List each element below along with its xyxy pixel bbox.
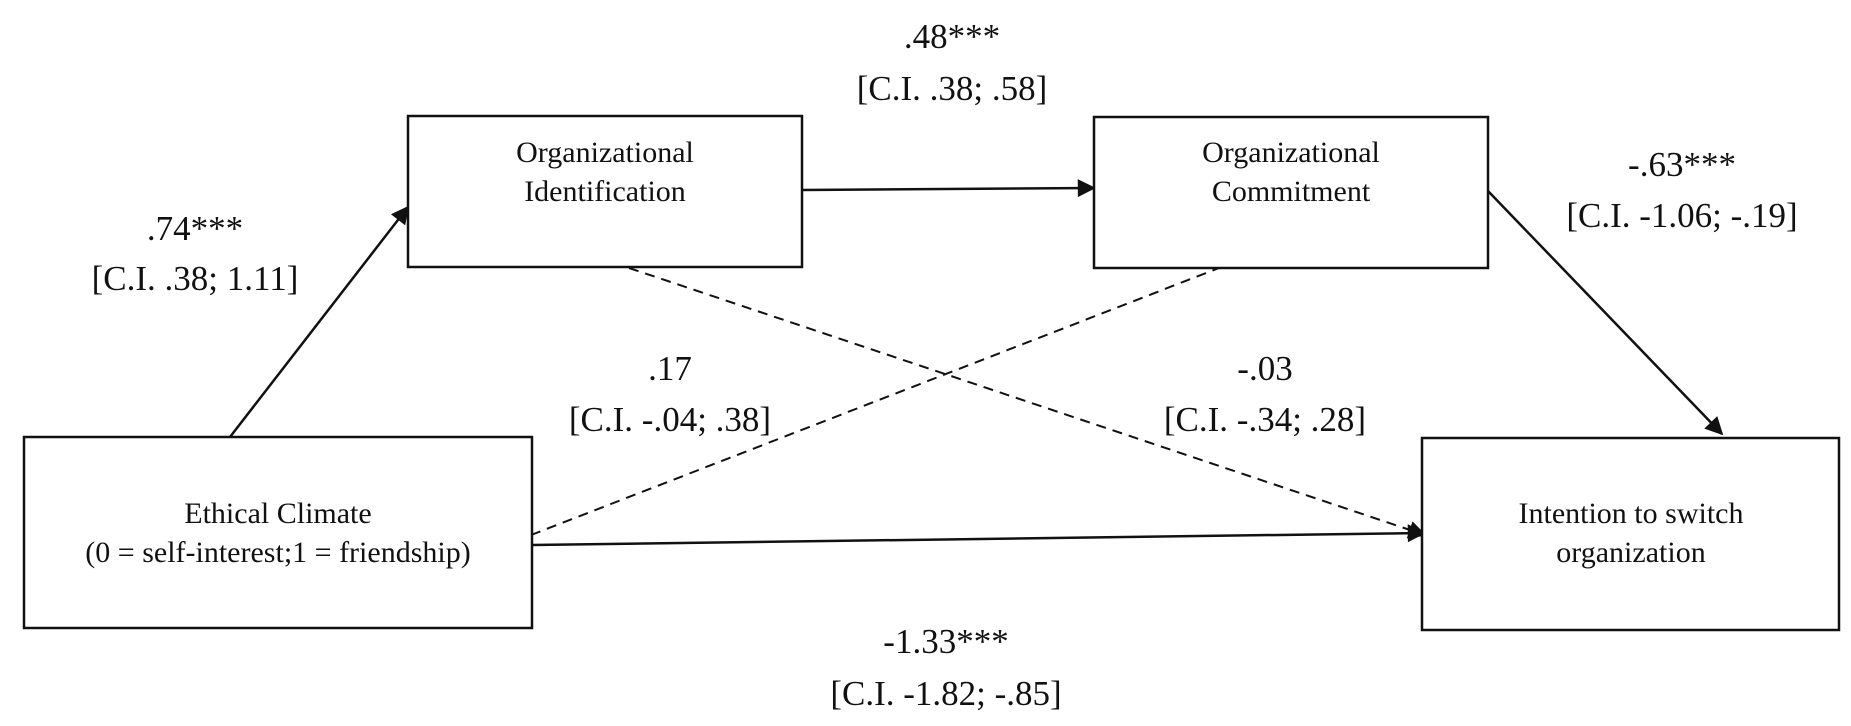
edge-identification-to-commitment	[801, 179, 1096, 198]
coef-identification-to-commitment: .48***	[904, 17, 1000, 56]
node-intention-switch-line1: Intention to switch	[1519, 497, 1744, 530]
edge-climate-to-intention	[531, 524, 1426, 547]
ci-identification-to-commitment: [C.I. .38; .58]	[857, 69, 1048, 108]
ci-climate-to-intention: [C.I. -1.82; -.85]	[830, 674, 1061, 713]
coef-identification-to-intention: -.03	[1237, 349, 1292, 388]
coef-commitment-to-intention: -.63***	[1628, 145, 1736, 184]
coef-climate-to-identification: .74***	[147, 209, 243, 248]
ci-climate-to-commitment: [C.I. -.04; .38]	[569, 400, 771, 439]
ci-commitment-to-intention: [C.I. -1.06; -.19]	[1566, 196, 1797, 235]
node-ethical-climate-line1: Ethical Climate	[184, 497, 371, 530]
edge-commitment-to-intention	[1487, 190, 1724, 436]
coef-climate-to-commitment: .17	[648, 349, 692, 388]
label-climate-to-identification: .74*** [C.I. .38; 1.11]	[92, 209, 299, 298]
label-climate-to-commitment: .17 [C.I. -.04; .38]	[569, 349, 771, 439]
coef-climate-to-intention: -1.33***	[883, 622, 1008, 661]
node-ethical-climate-line2: (0 = self-interest;1 = friendship)	[85, 536, 470, 569]
node-org-identification-line1: Organizational	[516, 136, 694, 169]
node-org-commitment-line1: Organizational	[1202, 136, 1380, 169]
label-identification-to-intention: -.03 [C.I. -.34; .28]	[1164, 349, 1366, 439]
edge-climate-to-commitment	[530, 267, 1220, 536]
node-ethical-climate: Ethical Climate (0 = self-interest;1 = f…	[22, 435, 534, 630]
node-org-commitment-line2: Commitment	[1212, 175, 1371, 208]
label-identification-to-commitment: .48*** [C.I. .38; .58]	[857, 17, 1048, 108]
label-climate-to-intention: -1.33*** [C.I. -1.82; -.85]	[830, 622, 1061, 713]
node-intention-switch: Intention to switch organization	[1420, 436, 1841, 632]
edge-identification-to-intention	[628, 267, 1427, 539]
node-intention-switch-line2: organization	[1556, 536, 1705, 569]
node-org-identification-line2: Identification	[524, 175, 686, 208]
label-commitment-to-intention: -.63*** [C.I. -1.06; -.19]	[1566, 145, 1797, 235]
edge-climate-to-identification	[229, 205, 410, 438]
ci-identification-to-intention: [C.I. -.34; .28]	[1164, 400, 1366, 439]
node-org-identification: Organizational Identification	[406, 114, 804, 269]
ci-climate-to-identification: [C.I. .38; 1.11]	[92, 259, 299, 298]
node-org-commitment: Organizational Commitment	[1092, 115, 1490, 270]
